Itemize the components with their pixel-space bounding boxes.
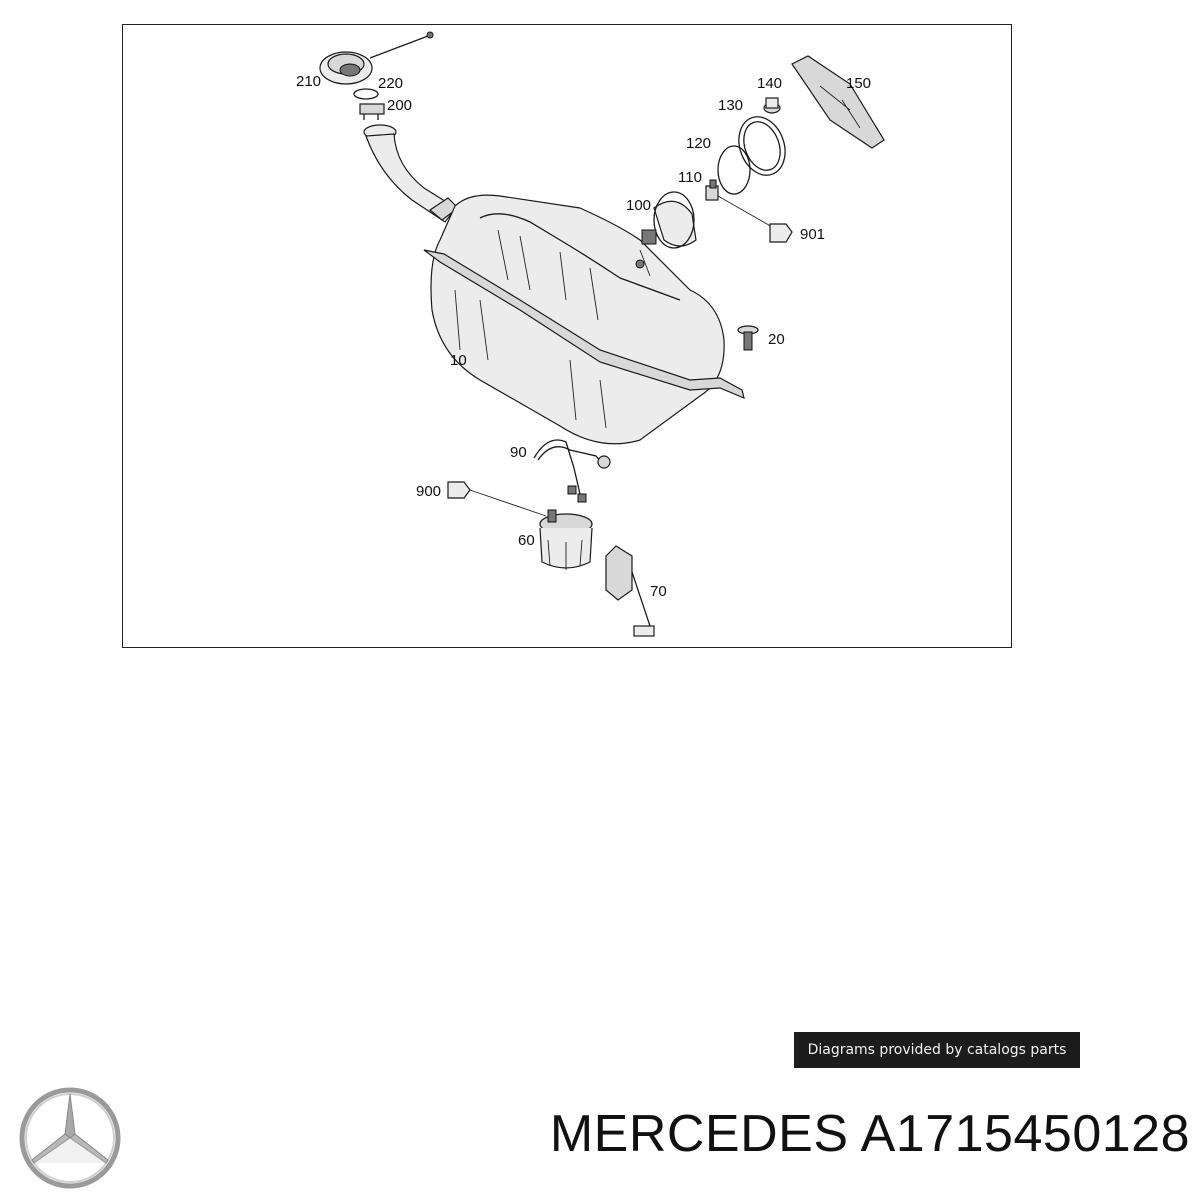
part-title: MERCEDES A1715450128 [549,1105,1190,1163]
fuel-pump-part [539,509,593,570]
clip-part [359,103,385,120]
mercedes-star-icon [19,1087,121,1189]
callout-20: 20 [768,331,785,348]
o-ring-part [353,88,379,100]
gasket-part [738,116,786,176]
callout-100: 100 [626,197,651,214]
watermark-banner: Diagrams provided by catalogs parts [794,1032,1080,1068]
fuel-line-part [533,439,611,503]
connector-900-part [447,481,547,517]
callout-140: 140 [757,75,782,92]
callout-60: 60 [518,532,535,549]
callout-130: 130 [718,97,743,114]
mounting-bolt-part [737,325,759,351]
callout-150: 150 [846,75,871,92]
fuel-tank-body [423,194,745,445]
valve-part [705,179,775,229]
seal-ring-part [717,145,751,195]
sender-unit-part [641,191,697,249]
callout-70: 70 [650,583,667,600]
level-sensor-part [605,545,655,637]
callout-210: 210 [296,73,321,90]
callout-220: 220 [378,75,403,92]
nut-part [763,97,781,114]
callout-120: 120 [686,135,711,152]
callout-900: 900 [416,483,441,500]
callout-90: 90 [510,444,527,461]
filler-neck-part [363,124,459,223]
watermark-text: Diagrams provided by catalogs parts [807,1042,1067,1058]
callout-10: 10 [450,352,467,369]
cover-plate-part [791,55,885,149]
connector-901-part [769,223,793,243]
callout-200: 200 [387,97,412,114]
callout-901: 901 [800,226,825,243]
callout-110: 110 [678,169,702,186]
filler-cap-part [319,31,434,85]
